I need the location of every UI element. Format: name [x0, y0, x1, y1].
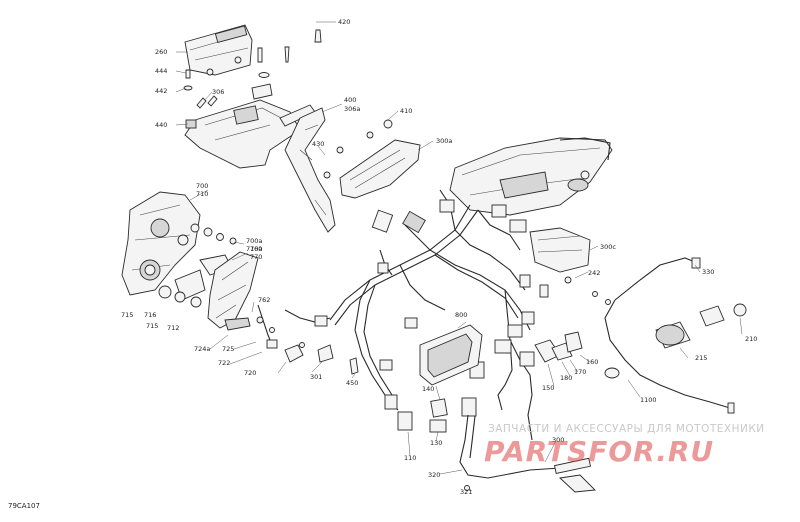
- callout-300a: 300a: [436, 137, 452, 145]
- callout-130: 130: [430, 439, 442, 447]
- right-switches: [519, 227, 620, 379]
- watermark: ЗАПЧАСТИ И АКСЕССУАРЫ ДЛЯ МОТОТЕХНИКИ PA…: [480, 423, 800, 473]
- support-arm: [284, 29, 336, 233]
- callout-301: 301: [310, 373, 322, 381]
- leader-lines: [175, 21, 743, 492]
- callout-715b: 715: [146, 322, 158, 330]
- callout-442: 442: [155, 87, 167, 95]
- callout-410: 410: [400, 107, 412, 115]
- callout-700a: 700a: [246, 237, 262, 245]
- callout-762: 762: [258, 296, 270, 304]
- right-components: [655, 303, 747, 349]
- fuse-holder: [336, 119, 421, 199]
- dash-frame: [449, 137, 613, 216]
- callout-110: 110: [404, 454, 416, 462]
- callout-800: 800: [455, 311, 467, 319]
- callout-180: 180: [560, 374, 572, 382]
- fasteners: [256, 276, 611, 491]
- callout-712: 712: [167, 324, 179, 332]
- cover-assembly: [183, 24, 290, 109]
- callout-400: 400: [344, 96, 356, 104]
- callout-700: 700: [196, 182, 208, 190]
- callout-306a: 306a: [344, 105, 360, 113]
- callout-440: 440: [155, 121, 167, 129]
- callout-1100: 1100: [640, 396, 657, 404]
- callout-150: 150: [542, 384, 554, 392]
- harness-connectors: [371, 199, 535, 431]
- callout-242: 242: [588, 269, 600, 277]
- headlight-housing: [121, 191, 237, 296]
- callout-444: 444: [155, 67, 167, 75]
- ecu-bracket: [184, 99, 316, 169]
- callout-430: 430: [312, 140, 324, 148]
- callout-720: 720: [244, 369, 256, 377]
- callout-300c: 300c: [600, 243, 616, 251]
- callout-330: 330: [702, 268, 714, 276]
- callout-716: 716: [144, 311, 156, 319]
- callout-715: 715: [121, 311, 133, 319]
- callout-210: 210: [745, 335, 757, 343]
- callout-724a: 724a: [194, 345, 210, 353]
- headlight-lens: [207, 251, 259, 331]
- callout-306: 306: [212, 88, 224, 96]
- callout-450: 450: [346, 379, 358, 387]
- figure-code: 79CA107: [8, 502, 40, 510]
- callout-labels: 420 260 444 442 306 440 400 306a 410 430…: [121, 18, 757, 496]
- callout-710a: 710a: [246, 245, 262, 253]
- callout-260: 260: [155, 48, 167, 56]
- callout-300: 300: [552, 436, 564, 444]
- callout-160: 160: [586, 358, 598, 366]
- watermark-tagline: ЗАПЧАСТИ И АКСЕССУАРЫ ДЛЯ МОТОТЕХНИКИ: [488, 423, 765, 435]
- lower-connectors: [429, 397, 596, 493]
- callout-321: 321: [460, 488, 472, 496]
- instrument-display: [419, 324, 483, 386]
- sensor-cable: [604, 257, 735, 414]
- callout-710: 710: [196, 190, 208, 198]
- callout-420: 420: [338, 18, 350, 26]
- watermark-brand: PARTSFOR.RU: [484, 435, 715, 468]
- callout-140: 140: [422, 385, 434, 393]
- callout-725: 725: [222, 345, 234, 353]
- callout-170: 170: [574, 368, 586, 376]
- callout-760: 760: [250, 245, 262, 253]
- callout-722: 722: [218, 359, 230, 367]
- callout-770: 770: [250, 253, 262, 261]
- left-connectors: [257, 304, 359, 375]
- callout-320: 320: [428, 471, 440, 479]
- callout-215: 215: [695, 354, 707, 362]
- bulb-set: [158, 254, 233, 308]
